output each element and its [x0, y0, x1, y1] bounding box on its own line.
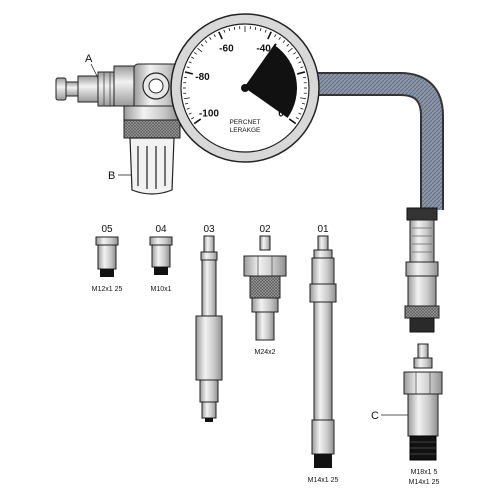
gauge-tick	[286, 43, 290, 47]
gauge-tick	[228, 28, 231, 32]
gauge-tick	[186, 107, 190, 110]
gauge-tick	[183, 97, 190, 100]
gauge-caption-line1: PERCNET	[229, 119, 260, 126]
gauge-scale-label: -40	[256, 44, 271, 55]
gauge-tick	[274, 34, 277, 38]
adapter-04-thread: M10x1	[150, 286, 171, 293]
adapter-01-thread: M14x1 25	[308, 477, 339, 484]
connector-c	[403, 343, 443, 461]
gauge-tick	[186, 66, 190, 69]
gauge-tick	[282, 40, 286, 44]
gauge-tick	[209, 36, 212, 40]
gauge-scale-label: -100	[199, 109, 219, 120]
filter-bowl	[123, 119, 181, 195]
adapter-03: 03	[195, 224, 223, 422]
gauge-tick	[213, 34, 216, 38]
hose	[312, 72, 444, 210]
gauge-tick	[267, 31, 272, 40]
gauge-leakage-wedge	[245, 45, 297, 118]
gauge-tick	[193, 118, 202, 125]
connector-c-thread-1: M18x1 5	[411, 469, 438, 476]
gauge-tick	[191, 56, 195, 59]
gauge-tick	[233, 26, 236, 30]
gauge-tick	[191, 117, 195, 120]
adapter-01: 01 M14x1 25	[308, 224, 339, 484]
gauge-tick	[293, 52, 297, 55]
gauge-ticks	[183, 26, 307, 125]
gauge-tick	[197, 47, 203, 53]
gauge-tick	[287, 47, 293, 53]
gauge-tick	[295, 117, 299, 120]
gauge-tick	[204, 40, 208, 44]
adapter-04-number: 04	[155, 224, 167, 235]
callout-a-label: A	[85, 53, 93, 65]
gauge-tick	[300, 107, 304, 110]
gauge-tick	[183, 76, 187, 79]
adapter-02: 02 M24x2	[243, 224, 287, 356]
hose-fitting	[404, 207, 440, 333]
gauge-tick	[185, 102, 189, 105]
gauge-tick	[193, 52, 197, 55]
gauge-scale-label: -60	[219, 44, 234, 55]
adapter-05-thread: M12x1 25	[92, 286, 123, 293]
gauge-tick	[218, 31, 223, 40]
gauge-needle	[244, 43, 277, 89]
gauge-tick	[188, 112, 192, 115]
gauge-tick	[300, 66, 304, 69]
callout-c: C	[371, 410, 408, 422]
callout-c-label: C	[371, 410, 379, 422]
gauge-tick	[223, 29, 226, 33]
pressure-gauge: -100-80-60-40-200 PERCNET LERAKGE	[170, 13, 320, 163]
gauge-tick	[298, 61, 302, 64]
adapter-05: 05 M12x1 25	[92, 224, 123, 293]
gauge-tick	[200, 43, 204, 47]
gauge-tick	[300, 97, 307, 100]
gauge-tick	[303, 76, 307, 79]
regulator-body	[113, 63, 189, 121]
connector-c-thread-2: M14x1 25	[409, 479, 440, 486]
callout-b-label: B	[108, 170, 115, 182]
adapter-01-number: 01	[317, 224, 329, 235]
callout-b: B	[108, 170, 132, 182]
gauge-scale-label: -80	[195, 72, 210, 83]
gauge-tick	[296, 71, 306, 75]
gauge-caption-line2: LERAKGE	[230, 127, 261, 134]
adapter-04: 04 M10x1	[149, 224, 173, 293]
gauge-tick	[184, 71, 194, 75]
gauge-pivot	[241, 84, 249, 92]
gauge-tick	[259, 28, 262, 32]
adapter-05-number: 05	[101, 224, 113, 235]
adapter-02-number: 02	[259, 224, 271, 235]
gauge-tick	[188, 61, 192, 64]
gauge-tick	[278, 36, 281, 40]
gauge-scale-label: 0	[278, 109, 284, 120]
gauge-tick	[295, 56, 299, 59]
gauge-tick	[254, 26, 257, 30]
gauge-tick	[264, 29, 267, 33]
adapter-03-number: 03	[203, 224, 215, 235]
gauge-tick	[298, 112, 302, 115]
adapter-02-thread: M24x2	[254, 349, 275, 356]
callout-a: A	[85, 53, 99, 79]
gauge-tick	[301, 102, 305, 105]
gauge-tick	[288, 118, 297, 125]
quick-coupler-inlet	[55, 71, 117, 107]
